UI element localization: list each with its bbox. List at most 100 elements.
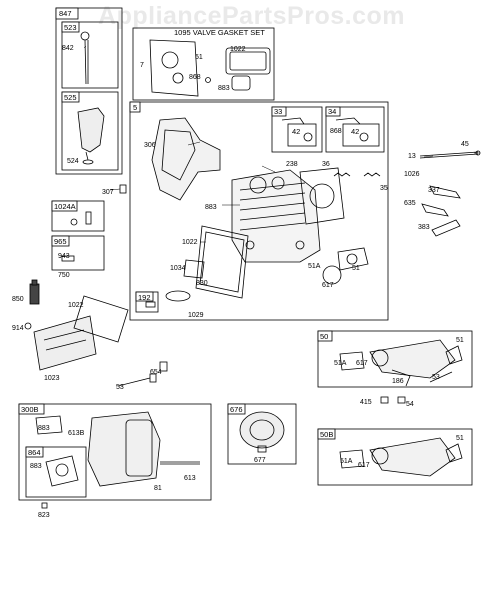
- label-192: 192: [138, 293, 151, 302]
- callout-13: 13: [408, 153, 416, 160]
- callout-914: 914: [12, 325, 24, 332]
- cylinder-head-part: [231, 169, 321, 263]
- frame-5-cylinder-head: 5 33 42 34 42: [129, 101, 389, 321]
- callout-617-50: 617: [356, 360, 368, 367]
- muffler-part: [35, 411, 200, 509]
- callout-613: 613: [184, 475, 196, 482]
- callout-35: 35: [380, 185, 388, 192]
- dipstick-tube-part: [77, 107, 105, 165]
- valve-spring-part: [333, 172, 381, 177]
- callout-51-head: 51: [352, 265, 360, 272]
- callout-383: 383: [418, 224, 430, 231]
- label-42b: 42: [351, 127, 359, 136]
- callout-337: 337: [428, 187, 440, 194]
- callout-842: 842: [62, 45, 74, 52]
- callout-1023: 1023: [44, 375, 60, 382]
- label-523: 523: [64, 23, 77, 32]
- callout-1022-gasket: 1022: [230, 46, 246, 53]
- rocker-gasket-part: [73, 295, 129, 343]
- callout-883-head: 883: [205, 204, 217, 211]
- head-gasket-part: [299, 167, 345, 225]
- label-847: 847: [59, 9, 72, 18]
- callout-7: 7: [140, 62, 144, 69]
- label-1095: 1095 VALVE GASKET SET: [174, 28, 265, 37]
- frame-50b: 50B: [317, 428, 473, 486]
- frame-50: 50: [317, 330, 473, 388]
- callout-883-864: 883: [30, 463, 42, 470]
- label-676: 676: [230, 405, 243, 414]
- fastener-part: [380, 396, 406, 404]
- callout-750: 750: [58, 272, 70, 279]
- callout-635: 635: [404, 200, 416, 207]
- label-50: 50: [320, 332, 328, 341]
- head-shroud-part: [151, 117, 221, 201]
- callout-45: 45: [461, 141, 469, 148]
- rocker-part: [281, 117, 369, 142]
- callout-1022-mid: 1022: [182, 239, 198, 246]
- callout-51-gasket: 51: [195, 54, 203, 61]
- callout-51a-head: 51A: [308, 263, 321, 270]
- callout-51-50b: 51: [456, 435, 464, 442]
- callout-883-300b: 883: [38, 425, 50, 432]
- callout-524: 524: [67, 158, 79, 165]
- callout-868-34: 868: [330, 128, 342, 135]
- screw-part: [117, 361, 168, 387]
- callout-1034: 1034: [170, 265, 186, 272]
- callout-617-head: 617: [322, 282, 334, 289]
- callout-850: 850: [12, 296, 24, 303]
- label-5: 5: [133, 103, 137, 112]
- label-1024a: 1024A: [54, 202, 76, 211]
- callout-36: 36: [322, 161, 330, 168]
- callout-1022-left: 1022: [68, 302, 84, 309]
- callout-53-50: 53: [432, 374, 440, 381]
- callout-238: 238: [286, 161, 298, 168]
- callout-306: 306: [144, 142, 156, 149]
- leader-lines: [83, 45, 480, 243]
- label-50b: 50B: [320, 430, 333, 439]
- callout-617-50b: 617: [358, 462, 370, 469]
- callout-830: 830: [196, 280, 208, 287]
- frame-847: 847 523 525: [55, 7, 123, 175]
- plate-part: [145, 259, 205, 308]
- label-300b: 300B: [21, 405, 39, 414]
- label-864: 864: [28, 448, 41, 457]
- valve-gasket-set-part: [149, 39, 271, 97]
- callout-883-gasket: 883: [218, 85, 230, 92]
- watermark-logo: AppliancePartsPros.com: [98, 2, 405, 30]
- label-34: 34: [328, 107, 336, 116]
- callout-307: 307: [102, 189, 114, 196]
- pushrod-part: [419, 150, 481, 237]
- label-42a: 42: [292, 127, 300, 136]
- label-33: 33: [274, 107, 282, 116]
- callout-943: 943: [58, 253, 70, 260]
- dipstick-part: [80, 31, 90, 85]
- label-965: 965: [54, 237, 67, 246]
- callout-81: 81: [154, 485, 162, 492]
- frame-300b: 300B 864: [18, 403, 212, 501]
- callout-51-50: 51: [456, 337, 464, 344]
- callout-868-gasket: 868: [189, 74, 201, 81]
- callout-51a-50: 51A: [334, 360, 347, 367]
- intake-gasket-part: [322, 247, 369, 285]
- callout-53-left: 53: [116, 384, 124, 391]
- callout-415: 415: [360, 399, 372, 406]
- small-parts: [61, 184, 127, 262]
- intake-manifold-50b-part: [339, 437, 463, 477]
- frame-192: 192: [135, 291, 159, 313]
- label-525: 525: [64, 93, 77, 102]
- callout-51a-50b: 51A: [340, 458, 353, 465]
- callout-54: 54: [406, 401, 414, 408]
- rocker-cover-part: [24, 315, 97, 371]
- callout-1029: 1029: [188, 312, 204, 319]
- callout-823: 823: [38, 512, 50, 519]
- callout-1026: 1026: [404, 171, 420, 178]
- sealant-bottle-part: [29, 279, 40, 305]
- frame-676: 676: [227, 403, 297, 465]
- frame-1095-valve-gasket-set: 1095 VALVE GASKET SET: [132, 27, 275, 101]
- callout-613b: 613B: [68, 430, 85, 437]
- frame-965: 965: [51, 235, 105, 271]
- frame-1024a: 1024A: [51, 200, 105, 232]
- callout-654: 654: [150, 369, 162, 376]
- callout-186: 186: [392, 378, 404, 385]
